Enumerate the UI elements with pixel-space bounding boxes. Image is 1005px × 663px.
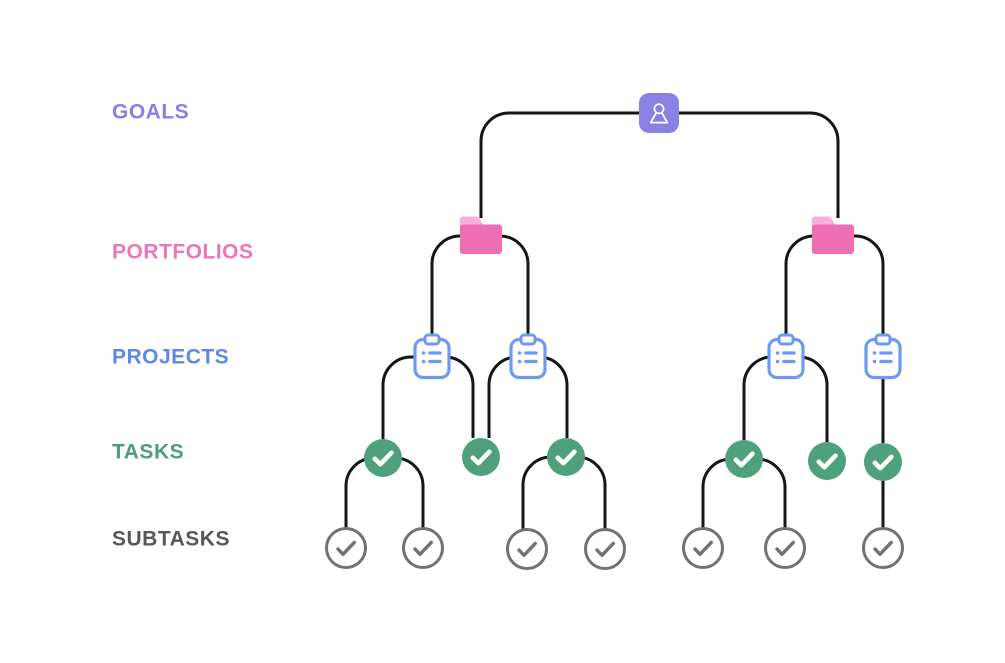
subtask-node [682, 527, 724, 569]
portfolio-node [812, 216, 854, 254]
project-node [509, 333, 547, 380]
task-node [364, 439, 402, 477]
task-circle [462, 438, 500, 476]
subtask-circle [682, 527, 724, 569]
subtask-circle [402, 527, 444, 569]
task-circle [864, 443, 902, 481]
person-icon [649, 103, 669, 124]
check-icon [693, 540, 713, 556]
connector [479, 111, 659, 218]
check-icon [336, 540, 356, 556]
check-icon [595, 541, 615, 557]
task-node [808, 442, 846, 480]
task-circle [364, 439, 402, 477]
project-node [767, 333, 805, 380]
level-label-projects: PROJECTS [112, 345, 230, 369]
clipboard-icon [864, 333, 902, 380]
goal-node [639, 93, 679, 133]
check-icon [517, 541, 537, 557]
subtask-circle [506, 528, 548, 570]
clipboard-icon [413, 333, 451, 380]
task-node [462, 438, 500, 476]
subtask-node [764, 527, 806, 569]
portfolio-node [460, 216, 502, 254]
folder-icon [460, 216, 502, 254]
subtask-node [862, 527, 904, 569]
project-node [413, 333, 451, 380]
check-icon [372, 450, 394, 467]
level-label-tasks: TASKS [112, 440, 185, 464]
subtask-node [506, 528, 548, 570]
check-icon [555, 449, 577, 466]
subtask-node [584, 528, 626, 570]
task-circle [808, 442, 846, 480]
clipboard-icon [509, 333, 547, 380]
check-icon [470, 449, 492, 466]
level-label-portfolios: PORTFOLIOS [112, 240, 254, 264]
subtask-node [402, 527, 444, 569]
folder-icon [812, 216, 854, 254]
check-icon [733, 451, 755, 468]
subtask-circle [764, 527, 806, 569]
subtask-circle [325, 527, 367, 569]
check-icon [413, 540, 433, 556]
clipboard-icon [767, 333, 805, 380]
check-icon [775, 540, 795, 556]
level-label-goals: GOALS [112, 100, 190, 124]
connector [833, 234, 885, 335]
subtask-node [325, 527, 367, 569]
check-icon [873, 540, 893, 556]
check-icon [872, 454, 894, 471]
connector [659, 111, 840, 218]
task-circle [725, 440, 763, 478]
connector [381, 355, 432, 439]
task-node [864, 443, 902, 481]
subtask-circle [584, 528, 626, 570]
check-icon [816, 453, 838, 470]
task-node [547, 438, 585, 476]
level-label-subtasks: SUBTASKS [112, 527, 230, 551]
task-circle [547, 438, 585, 476]
task-node [725, 440, 763, 478]
project-node [864, 333, 902, 380]
connector [430, 234, 481, 335]
subtask-circle [862, 527, 904, 569]
